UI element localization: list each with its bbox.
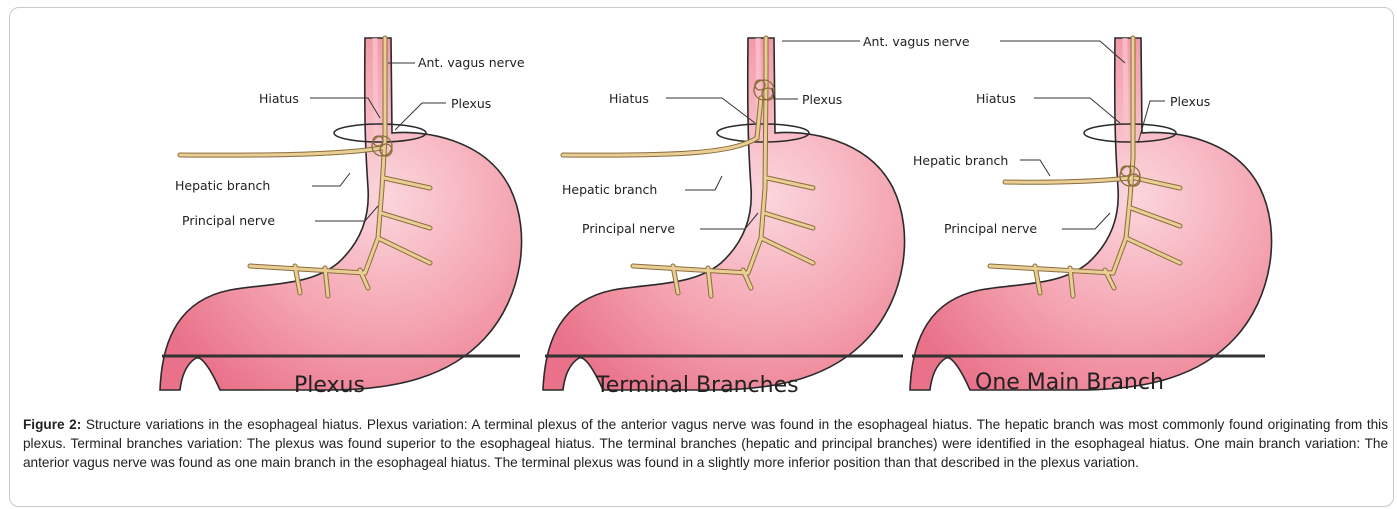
panel-title: Plexus — [294, 373, 365, 398]
label-hiatus: Hiatus — [609, 91, 649, 106]
label-plexus: Plexus — [802, 92, 842, 107]
panel-terminal-branches: Ant. vagus nerve Hiatus Plexus Hepatic b… — [543, 34, 970, 398]
label-hepatic-branch: Hepatic branch — [913, 153, 1008, 168]
panel-plexus: Ant. vagus nerve Hiatus Plexus Hepatic b… — [160, 38, 525, 398]
caption-text: Structure variations in the esophageal h… — [23, 417, 1388, 470]
label-hepatic-branch: Hepatic branch — [175, 178, 270, 193]
label-plexus: Plexus — [451, 96, 491, 111]
panel-one-main-branch: Hiatus Plexus Hepatic branch Principal n… — [910, 38, 1272, 395]
stomach-illustration — [543, 38, 905, 390]
label-principal-nerve: Principal nerve — [944, 221, 1037, 236]
label-hiatus: Hiatus — [976, 91, 1016, 106]
figure-frame: Ant. vagus nerve Hiatus Plexus Hepatic b… — [9, 7, 1394, 507]
caption-label: Figure 2: — [23, 417, 81, 432]
label-principal-nerve: Principal nerve — [582, 221, 675, 236]
label-plexus: Plexus — [1170, 94, 1210, 109]
label-hepatic-branch: Hepatic branch — [562, 182, 657, 197]
label-hiatus: Hiatus — [259, 91, 299, 106]
stomach-illustration — [910, 38, 1272, 390]
figure-illustration: Ant. vagus nerve Hiatus Plexus Hepatic b… — [10, 8, 1394, 408]
label-principal-nerve: Principal nerve — [182, 213, 275, 228]
panel-title: One Main Branch — [975, 370, 1164, 395]
panel-title: Terminal Branches — [595, 373, 799, 398]
label-ant-vagus-nerve: Ant. vagus nerve — [863, 34, 970, 49]
figure-caption: Figure 2: Structure variations in the es… — [23, 415, 1388, 472]
label-ant-vagus-nerve: Ant. vagus nerve — [418, 55, 525, 70]
